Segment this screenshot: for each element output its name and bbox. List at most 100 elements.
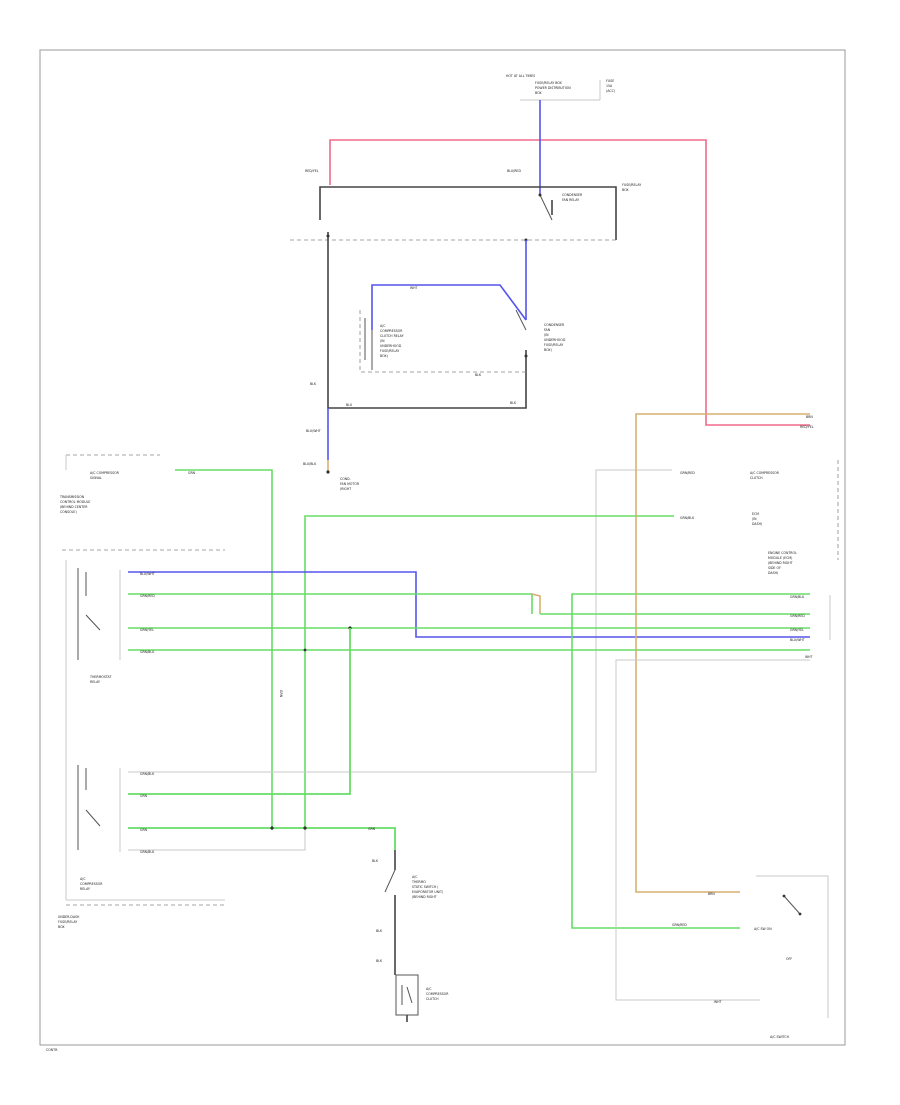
clutch-relay-left-4: (IN [380, 339, 385, 343]
trans-module-1: TRANSMISSION [59, 495, 85, 499]
condenser-fan-internal: CONDENSER FAN (IN UNDERHOOD FUSE/RELAY B… [515, 309, 566, 358]
wire-grn-blk-right [571, 593, 810, 929]
label-blk-vert: BLK [310, 382, 317, 386]
clutch-relay-left-5: UNDERHOOD [380, 344, 402, 348]
ac-switch-blade [783, 895, 801, 915]
row-label-2: GRN/RED [140, 594, 155, 598]
clutch-relay-left-1: A/C [380, 324, 386, 328]
condenser-fan-5: FUSE/RELAY [544, 343, 563, 347]
wire-grn-ecm [304, 515, 674, 830]
wire-blk-underhood [327, 232, 527, 409]
wire-gray-grn-red [595, 469, 672, 772]
ecm-right-2: (IN [752, 517, 757, 521]
label-wht-bot: WHT [714, 1000, 722, 1004]
clutch-relay-left-7: BOX) [380, 354, 388, 358]
clutch-relay-left-coil [364, 318, 373, 370]
node-grn-row-2b [303, 826, 307, 830]
label-blu-red: BLU/RED [507, 169, 521, 173]
wire-tan-row [531, 593, 541, 614]
trans-module-3: (BEHIND CENTER [60, 505, 88, 509]
engine-module-5: DASH) [768, 571, 778, 575]
wire-brn [635, 413, 810, 893]
page-footer: CONTR. [46, 1048, 58, 1052]
thermo-4: EVAPORATOR UNIT) [412, 890, 443, 894]
ac-switch-node-2 [798, 912, 802, 916]
condenser-relay-node [538, 193, 542, 197]
top-right-fuse-3: (ACC) [606, 89, 615, 93]
wire-wht-right [615, 659, 810, 1001]
thermo-relay-1: THERMOSTAT [89, 675, 111, 679]
underhood-box-label-2: BOX [622, 188, 629, 192]
thermo-relay-2: RELAY [90, 680, 100, 684]
label-grn-row-1: GRN [140, 794, 148, 798]
wire-grn-blk-bot [128, 830, 306, 851]
ac-switch-outline [756, 875, 829, 1018]
engine-module-4: SIDE OF [768, 566, 781, 570]
condenser-relay-label-1: CONDENSER [562, 193, 583, 197]
clutch-relay-left-3: CLUTCH RELAY [380, 334, 404, 338]
thermo-3: STATIC SWITCH ( [412, 885, 439, 889]
label-blk-low: BLK [475, 373, 482, 377]
thermo-1: A/C [412, 875, 418, 879]
ac-switch-off: OFF [786, 957, 792, 961]
wire-grn-row-1 [128, 628, 351, 795]
row-label-3: GRN/YEL [140, 628, 154, 632]
pink-right-tag: RED/YEL [800, 425, 814, 429]
clutch-relay-left-6: FUSE/RELAY [380, 349, 399, 353]
node-grn-blu [303, 648, 307, 652]
row-label-1: BLU/WHT [140, 572, 155, 576]
condenser-fan-3: (IN [544, 333, 549, 337]
condenser-fan-4: UNDERHOOD [544, 338, 566, 342]
label-grn-row-2: GRN [140, 828, 148, 832]
condenser-relay-contact [539, 194, 553, 221]
comp-relay-bot-2: COMPRESSOR [80, 882, 103, 886]
compressor-2: COMPRESSOR [426, 992, 449, 996]
right-row-2: GRN/YEL [790, 628, 804, 632]
top-fuse-label-3: POWER DISTRIBUTION [535, 86, 571, 90]
label-grn-red-bot: GRN/RED [672, 923, 687, 927]
comp-relay-bot-3: RELAY [80, 887, 90, 891]
thermo-switch-blade [384, 869, 396, 893]
wire-blu-fan [371, 284, 527, 330]
clutch-relay-left-outline [359, 310, 526, 373]
compressor-box [395, 974, 419, 1016]
trans-module-2: CONTROL MODULE [60, 500, 90, 504]
fan-motor-2: FAN MOTOR [340, 482, 360, 486]
label-blu-blk: BLU/BLK [303, 462, 317, 466]
fan-motor-1: COND. [340, 477, 351, 481]
under-dash-2: FUSE/RELAY [58, 920, 77, 924]
label-grn-blk-ecm: GRN/BLK [680, 516, 695, 520]
compressor-3: CLUTCH [426, 997, 439, 1001]
comp-relay-switch-symbol [77, 765, 101, 850]
comp-relay-bot-1: A/C [80, 877, 86, 881]
condenser-fan-contact [515, 309, 527, 331]
label-blu-low: BLU [346, 403, 353, 407]
condenser-fan-1: CONDENSER [544, 323, 565, 327]
ac-switch-node-1 [782, 894, 786, 898]
node-fan-motor [326, 470, 330, 474]
tan-right-tag: BRN [806, 415, 813, 419]
wire-grn-ac-signal [175, 469, 273, 830]
timer-switch-symbol [77, 568, 101, 660]
ac-compressor-clutch: A/C COMPRESSOR CLUTCH [395, 974, 449, 1022]
engine-module-3: (BEHIND RIGHT [768, 561, 793, 565]
wire-blu-wht-row [128, 571, 810, 638]
label-grn-right: GRN [368, 827, 376, 831]
label-grn-blk-row: GRN/BLK [140, 772, 155, 776]
fan-motor-3: (RIGHT [340, 487, 351, 491]
right-row-0: GRN/BLK [790, 595, 805, 599]
condenser-fan-node [524, 354, 528, 358]
thermo-5: (BEHIND RIGHT [412, 895, 437, 899]
condenser-fan-2: FAN [544, 328, 551, 332]
label-blk-mid: BLK [510, 401, 517, 405]
right-row-3: BLU/WHT [790, 638, 805, 642]
right-row-1: GRN/RED [790, 614, 805, 618]
under-dash-3: BOX [58, 925, 65, 929]
label-grn-top: GRN [188, 471, 196, 475]
engine-module-2: MODULE (ECM) [768, 556, 792, 560]
condenser-relay-label-2: FAN RELAY [562, 198, 579, 202]
condenser-fan-relay: CONDENSER FAN RELAY [538, 193, 583, 221]
node-underhood-left [326, 234, 330, 238]
